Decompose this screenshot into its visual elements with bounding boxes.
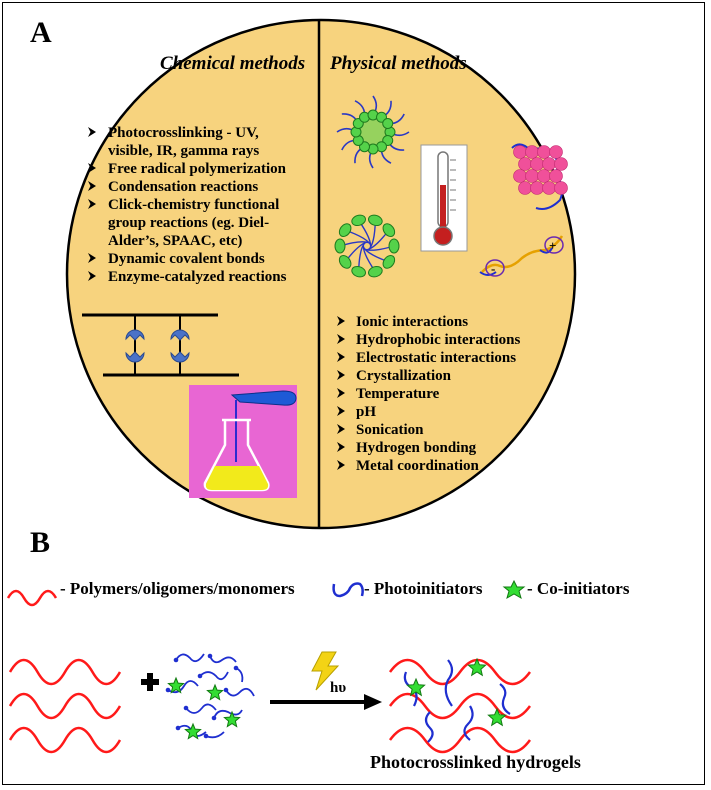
physical-method-item: Metal coordination [356,458,480,474]
chemical-method-item: Click-chemistry functional [108,197,279,213]
co-initiator-star-icon [184,722,202,740]
chemical-method-item: Enzyme-catalyzed reactions [108,269,287,285]
enzyme-crosslink-illustration [82,313,239,377]
co-initiator-star-icon [223,710,241,728]
co-initiator-star-icon [406,677,426,697]
photoinitiator-mixture [165,653,255,740]
legend: - Polymers/oligomers/monomers - Photoini… [6,579,630,607]
hydrophobic-micelle-illustration [334,214,400,278]
photocrosslinked-network [388,657,532,754]
physical-method-item: Crystallization [356,368,452,384]
polymer-wave-icon [6,589,58,607]
chemical-method-item: Dynamic covalent bonds [108,251,265,267]
thermometer-icon [420,144,468,252]
legend-photoinitiators: - Photoinitiators [364,579,483,598]
lightning-icon [311,651,340,691]
co-initiator-star-icon [167,676,185,694]
physical-heading: Physical methods [329,53,467,74]
physical-method-item: Hydrogen bonding [356,440,477,456]
legend-coinitiators: - Co-initiators [527,579,630,598]
chemical-method-item: Free radical polymerization [108,161,287,177]
flask-pouring-illustration [189,385,297,498]
physical-method-item: pH [356,404,376,420]
light-energy-label: hυ [330,680,346,696]
bullet-icon [88,127,96,137]
chemical-method-item: Photocrosslinking - UV, [108,125,259,141]
co-initiator-star-icon [467,657,487,677]
chemical-method-item: Alder’s, SPAAC, etc) [108,233,242,249]
plus-sign-icon [141,673,159,691]
positive-charge-label: + [549,238,556,253]
legend-polymers: - Polymers/oligomers/monomers [60,579,295,598]
electrostatic-chain-illustration: - + [479,235,564,277]
product-caption: Photocrosslinked hydrogels [370,752,581,772]
chemical-method-item: visible, IR, gamma rays [108,143,259,159]
chemical-methods-list: Photocrosslinking - UV, visible, IR, gamm… [88,125,287,285]
co-initiator-star-icon [487,707,507,727]
reaction-arrow [270,694,382,710]
physical-method-item: Electrostatic interactions [356,350,516,366]
crystallized-particles-illustration [511,143,568,210]
physical-method-item: Sonication [356,422,424,438]
micelle-illustration [336,95,410,169]
physical-method-item: Temperature [356,386,440,402]
photoinitiator-icon [332,582,364,598]
panel-b-label: B [30,526,50,559]
panel-a-label: A [30,16,52,49]
figure-border [2,2,705,785]
chemical-method-item: group reactions (eg. Diel- [108,215,269,231]
chemical-method-item: Condensation reactions [108,179,258,195]
physical-method-item: Hydrophobic interactions [356,332,520,348]
polymer-chains-reactant [8,658,122,754]
star-icon [502,579,526,600]
physical-method-item: Ionic interactions [356,314,468,330]
co-initiator-star-icon [206,683,224,701]
chemical-heading: Chemical methods [160,53,305,74]
negative-charge-label: - [491,261,495,276]
